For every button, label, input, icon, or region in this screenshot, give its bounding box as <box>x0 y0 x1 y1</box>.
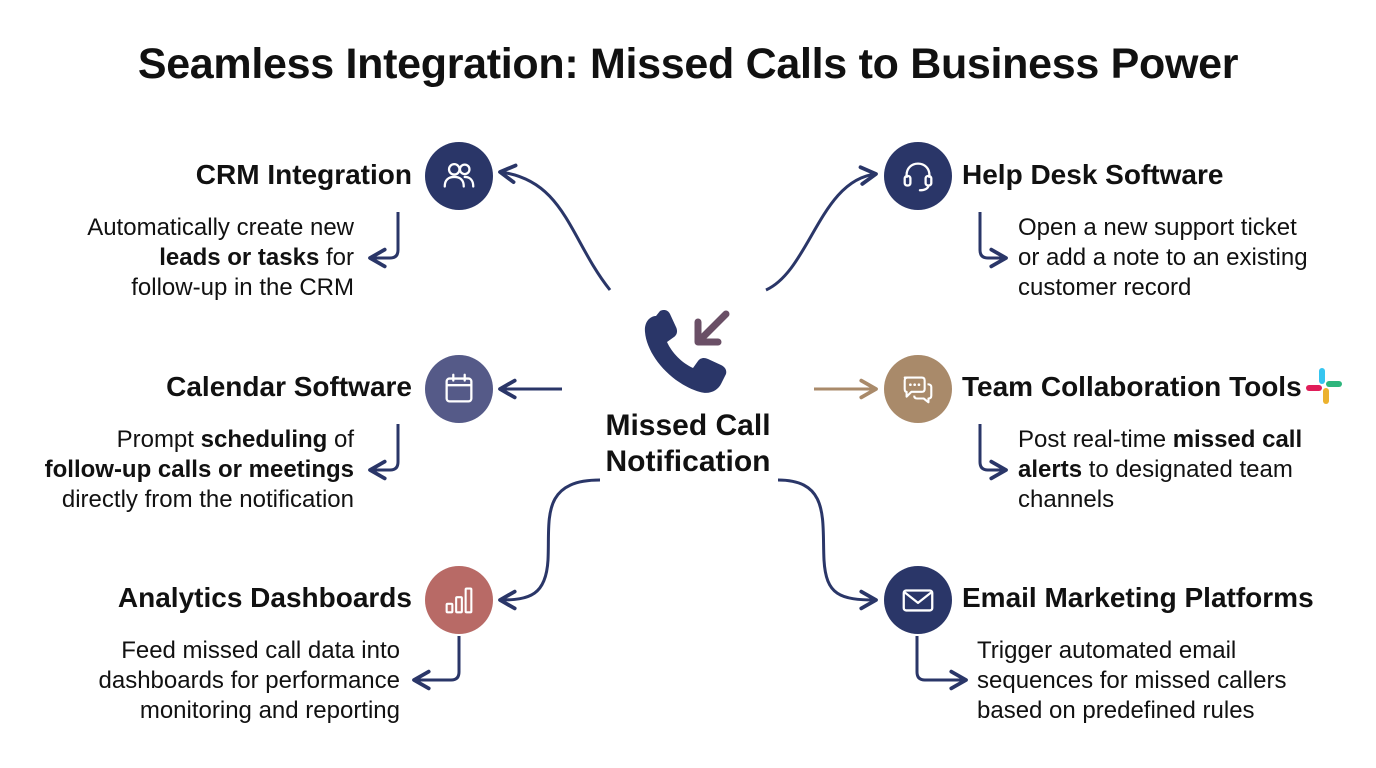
email-title: Email Marketing Platforms <box>962 582 1314 613</box>
center-label: Missed Call Notification <box>588 408 788 480</box>
arrow-to-email <box>777 478 878 611</box>
envelope-icon <box>902 589 934 612</box>
calendar-node <box>425 355 493 423</box>
calendar-title: Calendar Software <box>166 371 412 402</box>
email-description: Trigger automated email sequences for mi… <box>977 637 1287 724</box>
calendar-description: Prompt scheduling of follow-up calls or … <box>44 426 354 513</box>
crm-node <box>425 142 493 210</box>
team-description: Post real-time missed call alerts to des… <box>1018 426 1303 513</box>
chat-bubbles-icon <box>903 376 933 404</box>
calendar-icon <box>445 373 473 403</box>
hook-email <box>915 636 968 691</box>
helpdesk-node <box>884 142 952 210</box>
analytics-node <box>425 566 493 634</box>
hook-crm <box>368 212 400 269</box>
helpdesk-description: Open a new support ticket or add a note … <box>1018 214 1308 301</box>
page-title: Seamless Integration: Missed Calls to Bu… <box>137 40 1239 88</box>
analytics-title: Analytics Dashboards <box>117 582 412 613</box>
crm-title: CRM Integration <box>195 159 412 190</box>
center-label-line2: Notification <box>605 445 771 478</box>
team-node <box>884 355 952 423</box>
analytics-description: Feed missed call data into dashboards fo… <box>98 637 401 724</box>
crm-description: Automatically create new leads or tasks … <box>87 214 354 301</box>
email-node <box>884 566 952 634</box>
missed-call-phone-icon <box>644 310 730 393</box>
bar-chart-icon <box>445 587 473 614</box>
users-icon <box>443 162 475 188</box>
hook-team <box>978 424 1008 481</box>
team-title: Team Collaboration Tools <box>962 371 1302 402</box>
arrow-to-helpdesk <box>765 165 878 292</box>
arrow-to-analytics <box>498 478 601 611</box>
hook-helpdesk <box>978 212 1008 269</box>
center-label-line1: Missed Call <box>605 409 771 442</box>
arrow-to-crm <box>498 163 612 291</box>
headset-icon <box>903 162 933 192</box>
hook-calendar <box>368 424 400 481</box>
helpdesk-title: Help Desk Software <box>962 159 1224 190</box>
slack-logo-icon <box>1306 368 1342 404</box>
hook-analytics <box>412 636 461 691</box>
